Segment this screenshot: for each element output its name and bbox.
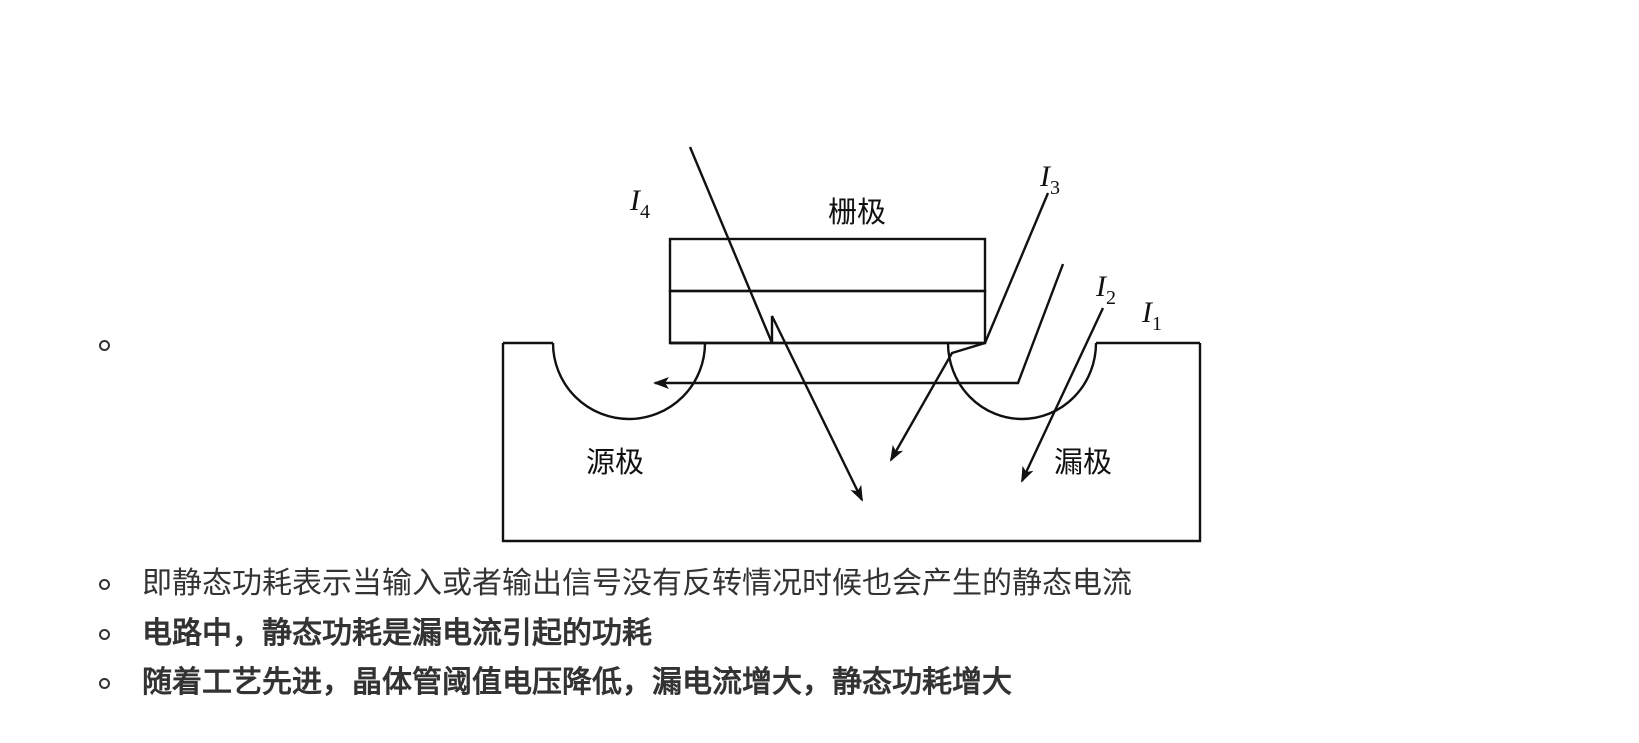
list-item-text: 随着工艺先进，晶体管阈值电压降低，漏电流增大，静态功耗增大: [142, 665, 1012, 700]
drain-well: [946, 342, 1098, 421]
mos-leakage-diagram: 栅极 源极 漏极 I4 I3 I2 I1: [501, 146, 1202, 543]
label-i2: I2: [1095, 270, 1116, 309]
list-item-text: 即静态功耗表示当输入或者输出信号没有反转情况时候也会产生的静态电流: [142, 566, 1132, 601]
label-i4: I4: [629, 184, 650, 223]
list-bullet: [99, 629, 110, 640]
source-label: 源极: [586, 445, 644, 479]
list-bullet: [99, 579, 110, 590]
label-i3: I3: [1039, 160, 1060, 199]
gate-electrode: [668, 237, 987, 293]
drain-label: 漏极: [1054, 445, 1112, 479]
gate-oxide: [668, 289, 987, 345]
gate-label: 栅极: [828, 195, 886, 229]
substrate-outline: [501, 343, 1202, 543]
current-path-i1: [653, 263, 1065, 389]
list-bullet-image: [99, 340, 110, 351]
label-i1: I1: [1141, 296, 1162, 335]
current-path-i4: [688, 146, 864, 502]
list-item-text: 电路中，静态功耗是漏电流引起的功耗: [142, 616, 652, 651]
current-path-i2: [1020, 307, 1105, 483]
source-well: [551, 342, 707, 421]
current-path-i3: [889, 192, 1050, 462]
list-bullet: [99, 678, 110, 689]
